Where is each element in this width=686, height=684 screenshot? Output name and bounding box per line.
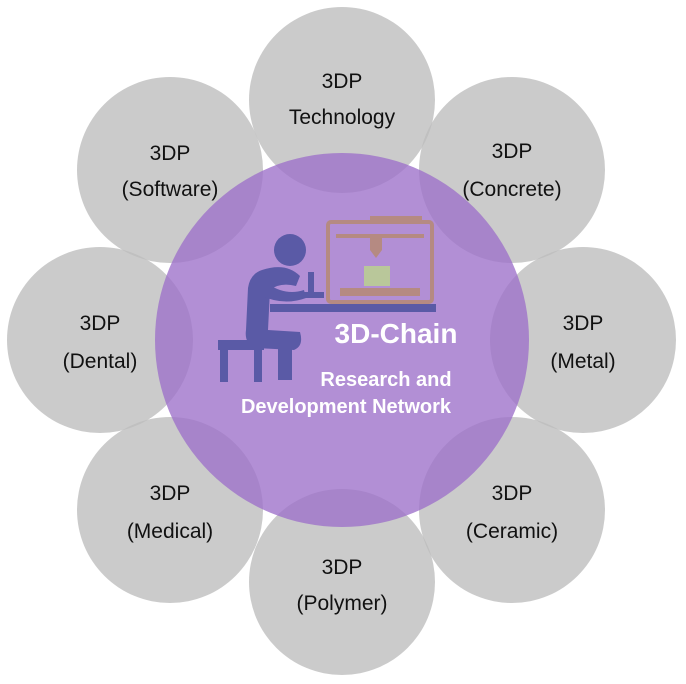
- node-polymer-line2: (Polymer): [296, 592, 387, 615]
- node-polymer: [249, 489, 435, 675]
- center-title: 3D-Chain: [335, 318, 458, 349]
- node-metal: [490, 247, 676, 433]
- node-concrete-line2: (Concrete): [462, 178, 561, 201]
- node-metal-circle: [490, 247, 676, 433]
- node-technology-line1: 3DP: [322, 70, 363, 93]
- node-technology: [249, 7, 435, 193]
- node-metal-line2: (Metal): [550, 350, 615, 373]
- center-subtitle-line2: Development Network: [241, 396, 452, 418]
- node-software-line1: 3DP: [150, 142, 191, 165]
- node-dental-circle: [7, 247, 193, 433]
- node-polymer-circle: [249, 489, 435, 675]
- node-dental-line1: 3DP: [80, 312, 121, 335]
- node-dental: [7, 247, 193, 433]
- center-subtitle-line1: Research and: [320, 369, 451, 391]
- node-dental-line2: (Dental): [63, 350, 138, 373]
- node-concrete-line1: 3DP: [492, 140, 533, 163]
- node-ceramic-line1: 3DP: [492, 482, 533, 505]
- node-medical-line1: 3DP: [150, 482, 191, 505]
- node-ceramic-line2: (Ceramic): [466, 520, 558, 543]
- node-metal-line1: 3DP: [563, 312, 604, 335]
- node-technology-line2: Technology: [289, 106, 396, 129]
- center-circle: [155, 153, 529, 527]
- node-polymer-line1: 3DP: [322, 556, 363, 579]
- node-technology-circle: [249, 7, 435, 193]
- node-software-line2: (Software): [122, 178, 219, 201]
- node-medical-line2: (Medical): [127, 520, 213, 543]
- researcher-with-3d-printer-icon: [218, 216, 436, 382]
